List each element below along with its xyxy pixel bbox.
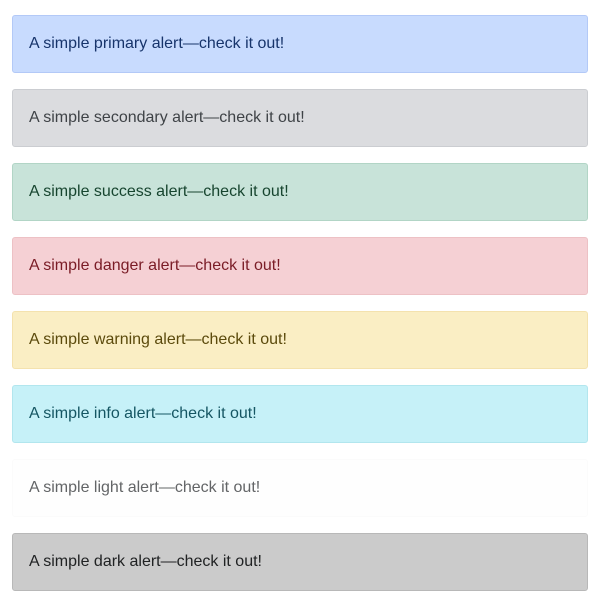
alert-danger: A simple danger alert—check it out! xyxy=(12,237,588,295)
alert-info: A simple info alert—check it out! xyxy=(12,385,588,443)
alert-primary: A simple primary alert—check it out! xyxy=(12,15,588,73)
alert-dark: A simple dark alert—check it out! xyxy=(12,533,588,591)
alert-success: A simple success alert—check it out! xyxy=(12,163,588,221)
alert-primary-text: A simple primary alert—check it out! xyxy=(29,35,285,52)
alert-light-text: A simple light alert—check it out! xyxy=(29,479,261,496)
alert-secondary-text: A simple secondary alert—check it out! xyxy=(29,109,305,126)
alert-dark-text: A simple dark alert—check it out! xyxy=(29,553,262,570)
alert-danger-text: A simple danger alert—check it out! xyxy=(29,257,281,274)
alert-info-text: A simple info alert—check it out! xyxy=(29,405,257,422)
alert-light: A simple light alert—check it out! xyxy=(12,459,588,517)
alert-success-text: A simple success alert—check it out! xyxy=(29,183,289,200)
alert-warning-text: A simple warning alert—check it out! xyxy=(29,331,287,348)
alert-warning: A simple warning alert—check it out! xyxy=(12,311,588,369)
alert-secondary: A simple secondary alert—check it out! xyxy=(12,89,588,147)
